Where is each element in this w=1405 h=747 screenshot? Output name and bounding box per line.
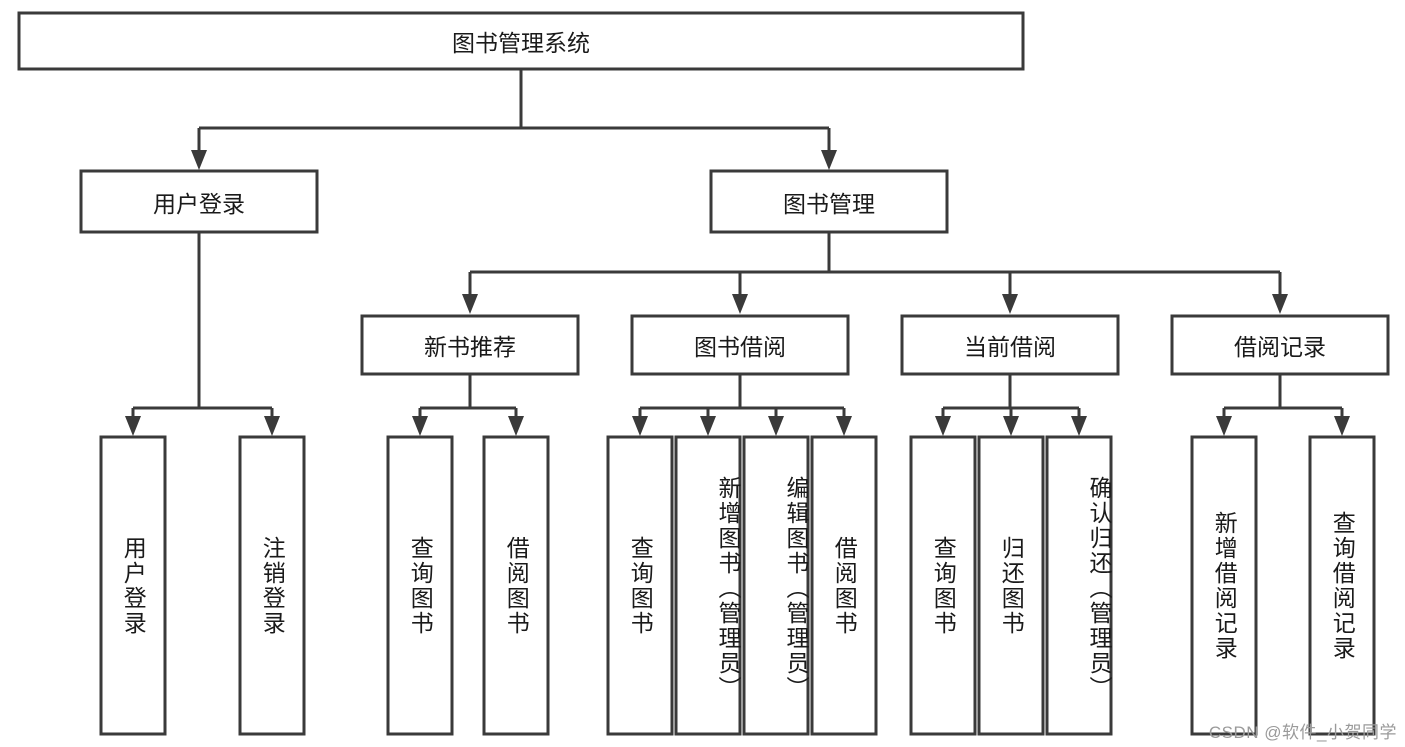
arrow-to-current-borrow	[1002, 294, 1018, 314]
node-leaf-borrow-book-rec[interactable]	[482, 435, 550, 736]
csdn-watermark: CSDN @软件_小贺同学	[1208, 723, 1397, 742]
arrow-to-borrow-record	[1272, 294, 1288, 314]
edge-currentborrow-to-leaves	[935, 374, 1087, 436]
node-leaf-borrow-book[interactable]	[810, 435, 878, 736]
arrow-to-leaf-return-book	[1003, 416, 1019, 436]
node-leaf-user-login[interactable]	[99, 435, 167, 736]
arrow-to-leaf-query-book-current	[935, 416, 951, 436]
node-leaf-add-book[interactable]	[674, 435, 742, 736]
node-current-borrow[interactable]	[900, 314, 1120, 376]
node-leaf-confirm-return[interactable]	[1045, 435, 1113, 736]
arrow-to-leaf-confirm-return	[1071, 416, 1087, 436]
edge-userlogin-to-leaves	[125, 232, 280, 436]
edge-borrowrecord-to-leaves	[1216, 374, 1350, 436]
arrow-to-leaf-borrow-book-rec	[508, 416, 524, 436]
arrow-to-book-borrow	[732, 294, 748, 314]
arrow-to-leaf-add-record	[1216, 416, 1232, 436]
node-leaf-add-record[interactable]	[1190, 435, 1258, 736]
arrow-to-leaf-add-book	[700, 416, 716, 436]
node-leaf-user-logout[interactable]	[238, 435, 306, 736]
edge-newbookrec-to-leaves	[412, 374, 524, 436]
arrow-to-new-book-rec	[462, 294, 478, 314]
arrow-to-leaf-query-book-borrow	[632, 416, 648, 436]
arrow-to-leaf-query-record	[1334, 416, 1350, 436]
node-leaf-query-book-current[interactable]	[909, 435, 977, 736]
arrow-to-user-login	[191, 150, 207, 170]
node-leaf-query-book-borrow[interactable]	[606, 435, 674, 736]
edge-bookmanage-to-level3	[462, 232, 1288, 314]
edge-bookborrow-to-leaves	[632, 374, 852, 436]
node-leaf-edit-book[interactable]	[742, 435, 810, 736]
node-leaf-query-record[interactable]	[1308, 435, 1376, 736]
arrow-to-leaf-query-book-rec	[412, 416, 428, 436]
arrow-to-leaf-borrow-book	[836, 416, 852, 436]
arrow-to-leaf-user-login	[125, 416, 141, 436]
edge-root-to-level2	[191, 69, 837, 170]
node-book-manage[interactable]	[709, 169, 949, 234]
arrow-to-leaf-edit-book	[768, 416, 784, 436]
node-leaf-return-book[interactable]	[977, 435, 1045, 736]
node-book-borrow[interactable]	[630, 314, 850, 376]
node-borrow-record[interactable]	[1170, 314, 1390, 376]
node-leaf-query-book-rec[interactable]	[386, 435, 454, 736]
node-new-book-rec[interactable]	[360, 314, 580, 376]
arrow-to-book-manage	[821, 150, 837, 170]
node-root[interactable]	[17, 11, 1025, 71]
arrow-to-leaf-user-logout	[264, 416, 280, 436]
node-user-login[interactable]	[79, 169, 319, 234]
